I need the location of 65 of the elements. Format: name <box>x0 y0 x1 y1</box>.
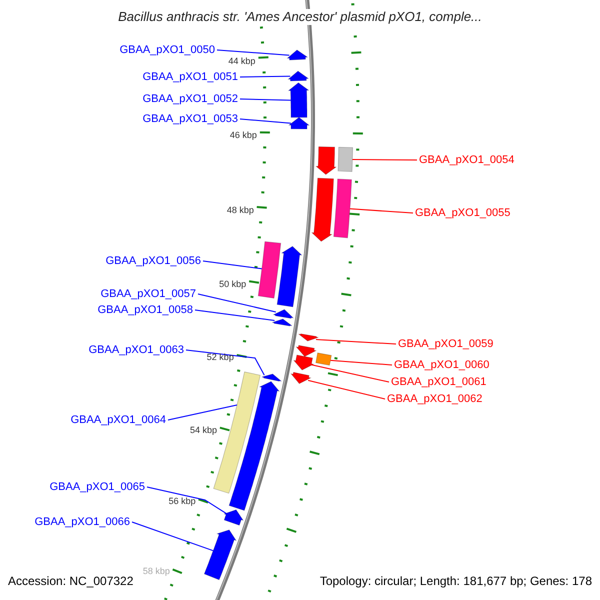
scale-label: 52 kbp <box>206 352 234 364</box>
gene-feature <box>296 345 317 357</box>
gene-feature <box>272 309 294 319</box>
scale-label: 46 kbp <box>230 130 257 142</box>
feature-bar <box>258 241 282 299</box>
scale-label: 44 kbp <box>228 56 256 67</box>
gene-label: GBAA_pXO1_0063 <box>88 343 184 357</box>
leader-line <box>168 404 238 420</box>
gene-label: GBAA_pXO1_0054 <box>419 153 514 167</box>
gene-feature <box>228 381 280 511</box>
scale-label: 48 kbp <box>226 204 254 216</box>
leader-line <box>216 50 290 56</box>
gene-feature <box>311 178 334 242</box>
scale-label: 58 kbp <box>142 566 170 578</box>
scale-label: 56 kbp <box>168 496 196 508</box>
scale-label: 50 kbp <box>219 278 246 290</box>
leader-line <box>198 294 276 312</box>
gene-feature <box>276 246 303 308</box>
gene-label: GBAA_pXO1_0050 <box>120 43 215 57</box>
gene-feature <box>315 146 337 175</box>
gene-feature <box>272 318 292 326</box>
gene-label: GBAA_pXO1_0058 <box>98 303 193 317</box>
leader-line <box>352 159 418 160</box>
leader-line <box>310 364 390 382</box>
gene-label: GBAA_pXO1_0059 <box>398 337 494 351</box>
leader-line <box>330 360 392 366</box>
leader-line <box>146 486 227 514</box>
gene-label: GBAA_pXO1_0056 <box>106 254 201 268</box>
leader-line <box>186 350 265 376</box>
gene-feature <box>293 354 314 370</box>
gene-label: GBAA_pXO1_0066 <box>34 515 130 529</box>
gene-label: GBAA_pXO1_0065 <box>50 480 145 494</box>
feature-bar <box>338 146 353 172</box>
gene-label: GBAA_pXO1_0060 <box>394 358 490 372</box>
gene-label: GBAA_pXO1_0061 <box>391 375 486 389</box>
accession-note: Accession: NC_007322 <box>8 574 134 589</box>
feature-bar <box>315 352 332 366</box>
gene-feature <box>298 333 319 342</box>
gene-feature <box>288 82 310 118</box>
gene-feature <box>204 530 237 580</box>
gene-feature <box>288 117 310 130</box>
topology-note: Topology: circular; Length: 181,677 bp; Genes: 178 <box>320 574 592 589</box>
gene-label: GBAA_pXO1_0051 <box>142 70 238 84</box>
gene-label: GBAA_pXO1_0055 <box>415 206 510 220</box>
gene-feature <box>287 70 310 82</box>
gene-feature <box>262 374 282 382</box>
leader-line <box>240 98 292 101</box>
leader-line <box>202 260 262 270</box>
scale-label: 54 kbp <box>190 424 217 436</box>
gene-feature <box>223 509 244 526</box>
gene-label: GBAA_pXO1_0057 <box>100 287 196 301</box>
gene-label: GBAA_pXO1_0062 <box>387 392 482 406</box>
gene-feature <box>290 372 312 384</box>
feature-bar <box>333 178 352 238</box>
leader-line <box>240 118 292 124</box>
leader-line <box>308 380 386 400</box>
leader-line <box>132 522 214 552</box>
gene-feature <box>286 50 308 60</box>
leader-line <box>316 339 396 344</box>
leader-line <box>194 310 276 321</box>
leader-line <box>349 208 414 214</box>
gene-label: GBAA_pXO1_0064 <box>70 413 166 427</box>
leader-line <box>240 76 291 78</box>
gene-label: GBAA_pXO1_0053 <box>142 112 238 126</box>
gene-label: GBAA_pXO1_0052 <box>142 92 238 106</box>
